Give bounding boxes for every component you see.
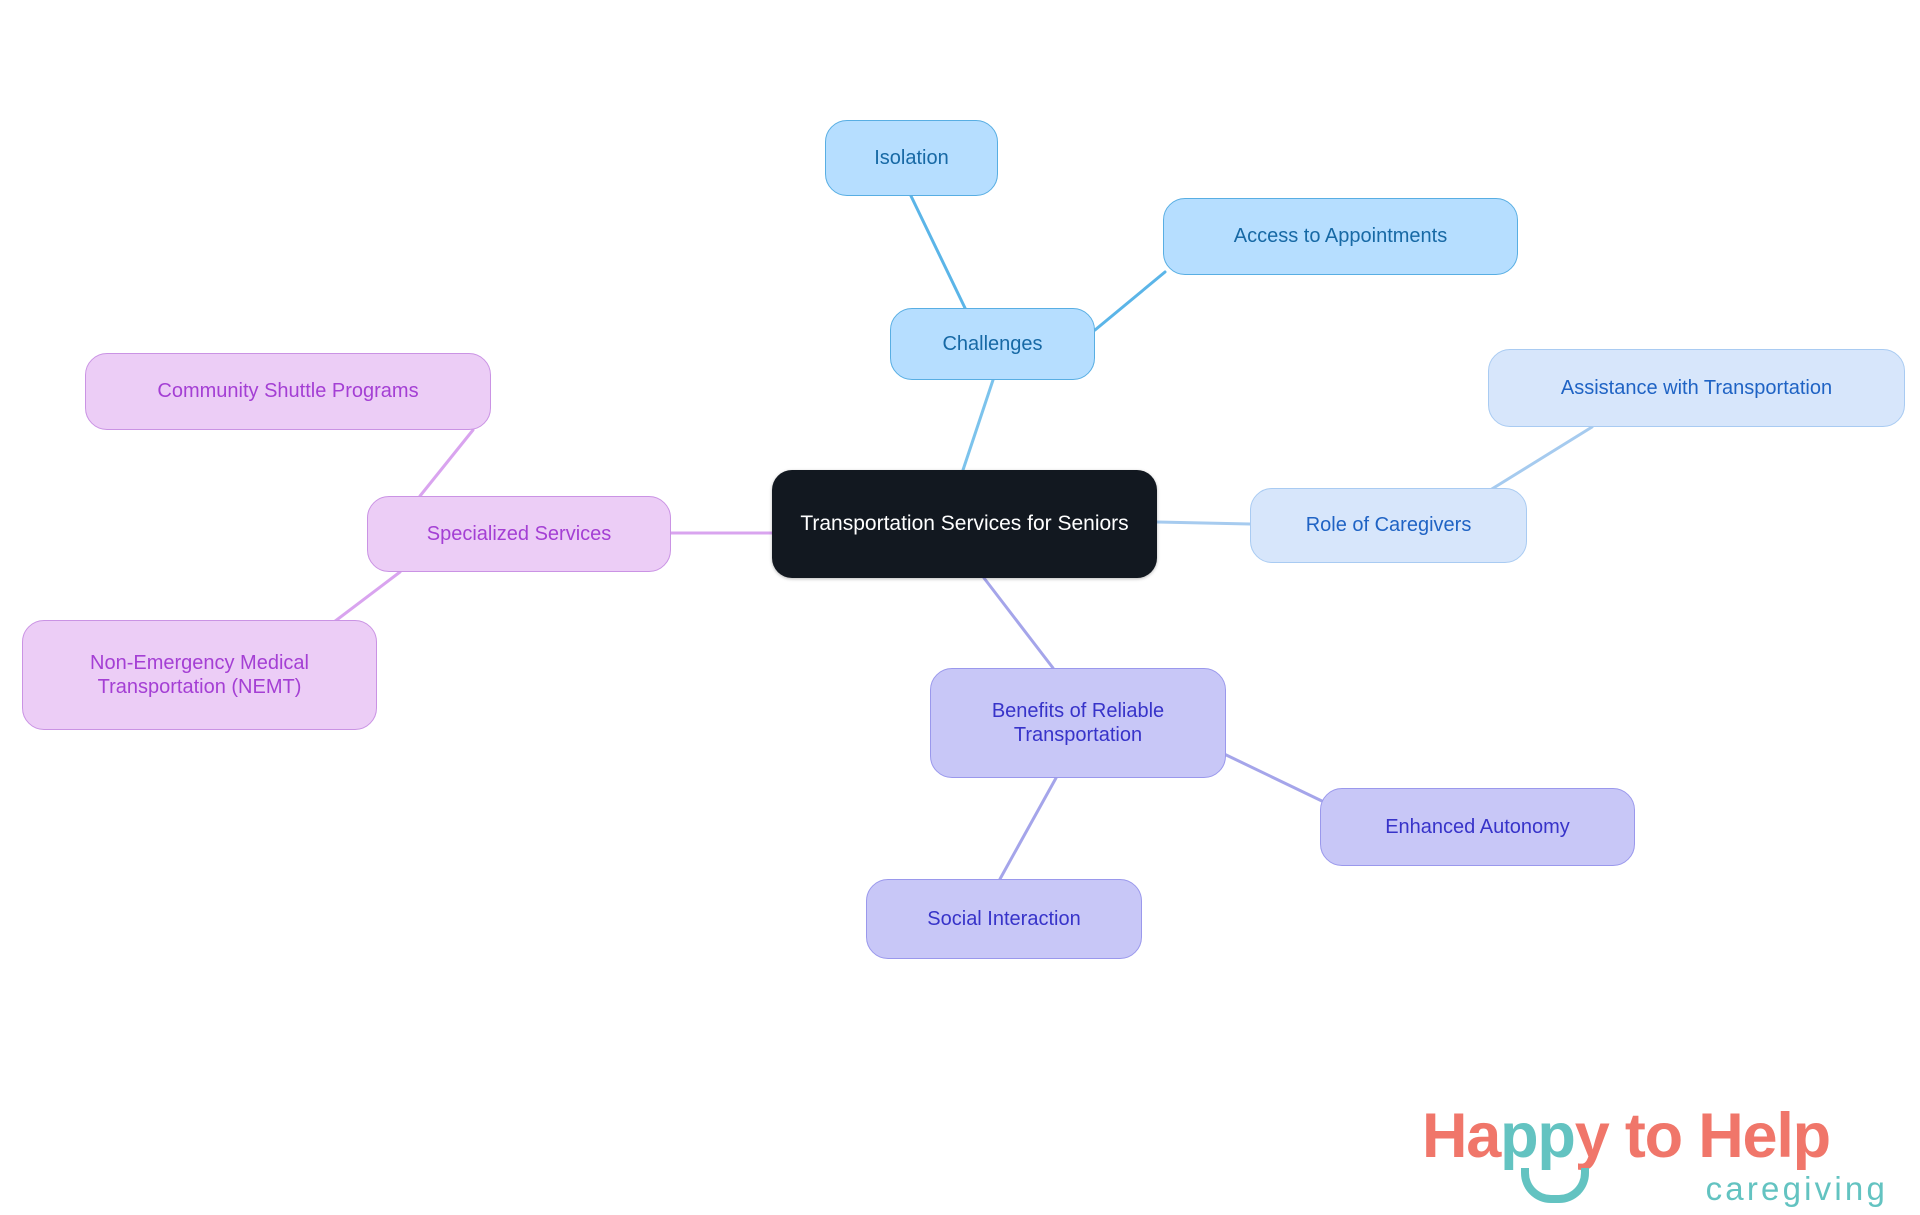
edge-specialized-shuttle [418, 428, 475, 498]
edge-root-benefits [982, 576, 1055, 670]
node-isolation[interactable]: Isolation [825, 120, 998, 196]
node-label: Assistance with Transportation [1560, 376, 1833, 399]
node-root[interactable]: Transportation Services for Seniors [772, 470, 1157, 578]
node-label: Social Interaction [927, 907, 1081, 930]
node-social-interaction[interactable]: Social Interaction [866, 879, 1142, 959]
edge-benefits-social [998, 776, 1058, 881]
node-label: Non-Emergency Medical Transportation (NE… [90, 651, 309, 698]
edge-root-challenges [961, 378, 995, 472]
brand-logo: Happy to Help caregiving [1422, 1100, 1892, 1208]
edge-caregivers-assist [1485, 425, 1594, 494]
node-label: Isolation [874, 146, 949, 169]
node-label: Access to Appointments [1233, 225, 1448, 248]
edge-challenges-isolation [909, 194, 967, 310]
node-label: Community Shuttle Programs [157, 380, 419, 403]
logo-text-ha: Ha [1422, 1101, 1501, 1171]
node-label: Specialized Services [426, 522, 612, 545]
logo-text-pp: pp [1500, 1101, 1576, 1171]
node-non-emergency-medical-transportation[interactable]: Non-Emergency Medical Transportation (NE… [22, 620, 377, 730]
node-community-shuttle-programs[interactable]: Community Shuttle Programs [85, 353, 491, 430]
node-access-to-appointments[interactable]: Access to Appointments [1163, 198, 1518, 275]
edge-specialized-nemt [328, 570, 402, 627]
node-label: Transportation Services for Seniors [800, 512, 1129, 536]
logo-wordmark: Happy to Help [1422, 1100, 1831, 1172]
node-specialized-services[interactable]: Specialized Services [367, 496, 671, 572]
node-enhanced-autonomy[interactable]: Enhanced Autonomy [1320, 788, 1635, 866]
node-label: Benefits of Reliable Transportation [991, 699, 1165, 746]
logo-text-to-help: to Help [1608, 1101, 1831, 1171]
node-label: Role of Caregivers [1305, 514, 1472, 537]
node-label: Challenges [942, 332, 1043, 355]
logo-text-y: y [1574, 1101, 1610, 1171]
node-role-of-caregivers[interactable]: Role of Caregivers [1250, 488, 1527, 563]
edge-root-caregivers [1155, 520, 1252, 526]
node-challenges[interactable]: Challenges [890, 308, 1095, 380]
logo-subtitle: caregiving [1705, 1170, 1888, 1207]
edge-challenges-access [1093, 270, 1167, 332]
node-label: Enhanced Autonomy [1385, 815, 1570, 838]
edge-benefits-autonomy [1218, 750, 1326, 804]
node-benefits-of-reliable-transportation[interactable]: Benefits of Reliable Transportation [930, 668, 1226, 778]
smile-arc-icon [1521, 1168, 1589, 1203]
node-assistance-with-transportation[interactable]: Assistance with Transportation [1488, 349, 1905, 427]
